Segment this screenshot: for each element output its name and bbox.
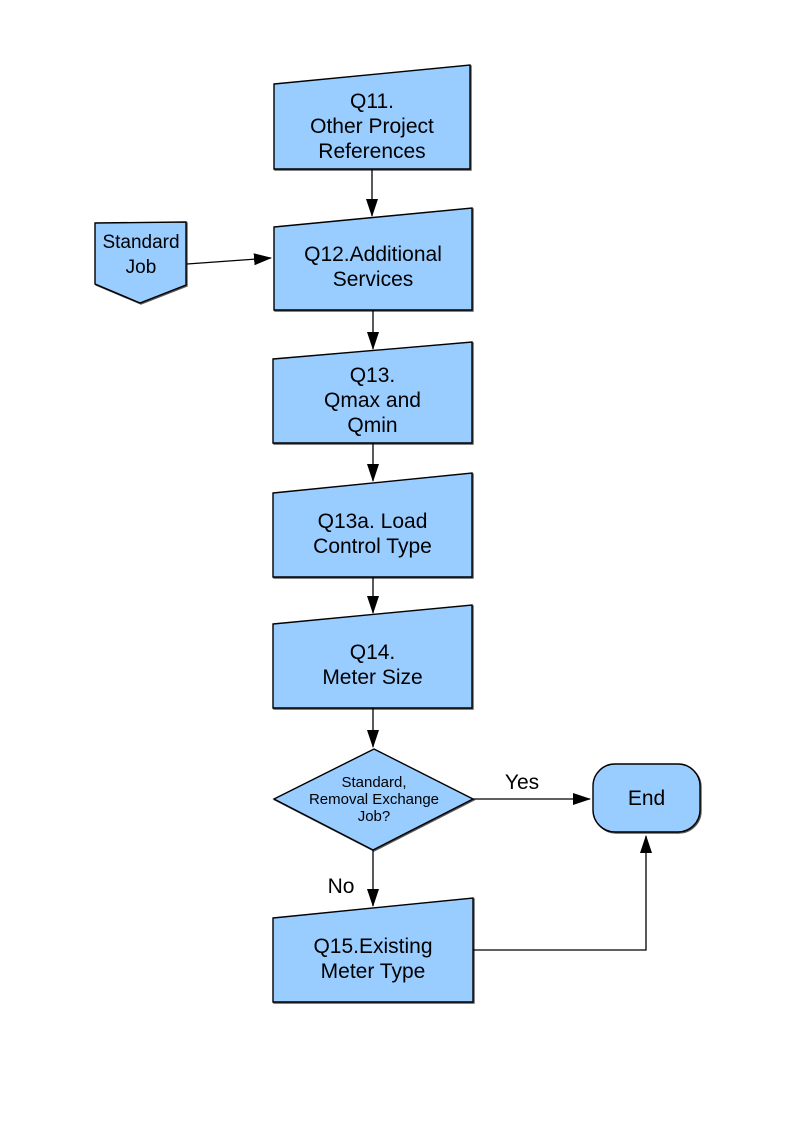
connector-q15-end	[473, 835, 652, 951]
node-end-shape	[592, 763, 701, 833]
connector-standardjob-q12	[186, 253, 272, 266]
node-q11-shape	[273, 64, 471, 170]
node-q13-shape	[272, 341, 473, 444]
connector-layer	[186, 169, 652, 951]
node-q15-shape	[272, 897, 474, 1003]
shape-layer	[94, 64, 701, 1003]
node-decision-shape	[272, 748, 475, 851]
node-q13a-shape	[272, 472, 473, 578]
node-q12-shape	[273, 207, 473, 311]
node-q14-shape	[272, 604, 473, 709]
node-standard-job-shape	[94, 221, 187, 304]
